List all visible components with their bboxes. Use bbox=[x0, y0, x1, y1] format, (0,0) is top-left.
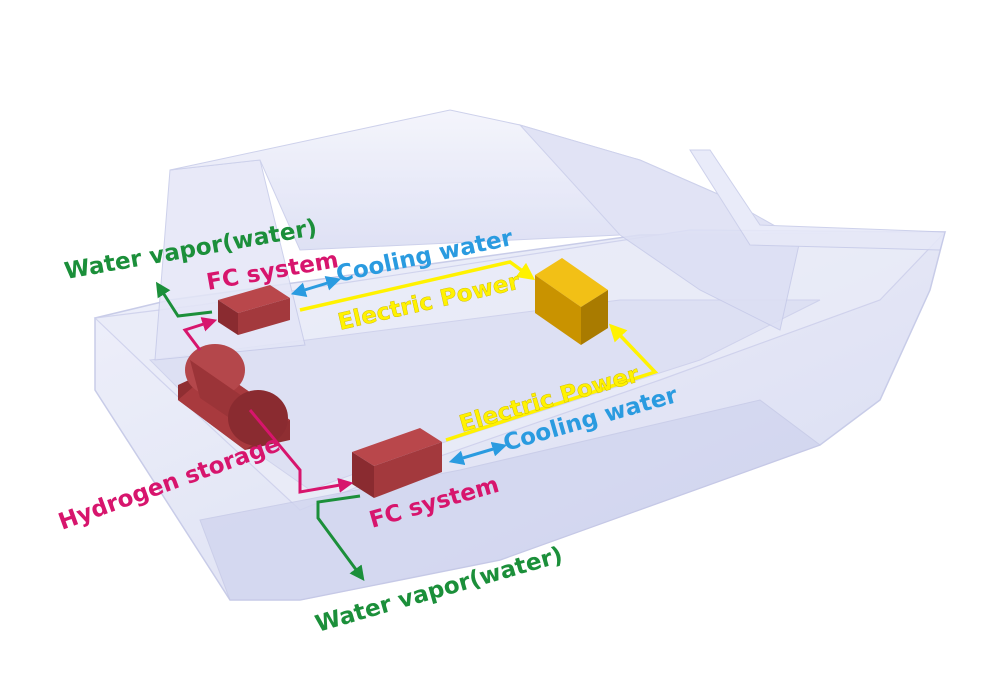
water-vapor-line-top bbox=[155, 281, 213, 318]
cabin-front-frame bbox=[689, 149, 946, 251]
fc-system-box-bottom bbox=[352, 428, 442, 498]
cabin-windshield bbox=[518, 124, 801, 331]
electric-power-lines bbox=[299, 260, 659, 442]
battery-box bbox=[535, 258, 608, 345]
hydrogen-lines bbox=[182, 317, 354, 494]
water-vapor-lines bbox=[155, 281, 365, 582]
cooling-water-arrow-top bbox=[290, 276, 342, 297]
hydrogen-line-to-top-fc bbox=[182, 317, 218, 351]
hydrogen-storage-tank bbox=[178, 344, 290, 450]
electric-power-line-bottom bbox=[445, 323, 659, 442]
cooling-water-arrows bbox=[290, 276, 508, 466]
water-vapor-line-bottom bbox=[316, 494, 365, 582]
hull-keel bbox=[199, 399, 822, 601]
electric-power-line-top bbox=[299, 260, 536, 312]
boat-cabin bbox=[154, 109, 946, 361]
fc-system-box-top bbox=[218, 285, 290, 335]
hydrogen-line-to-bottom-fc bbox=[248, 409, 354, 494]
cooling-water-arrow-bottom bbox=[448, 441, 508, 466]
